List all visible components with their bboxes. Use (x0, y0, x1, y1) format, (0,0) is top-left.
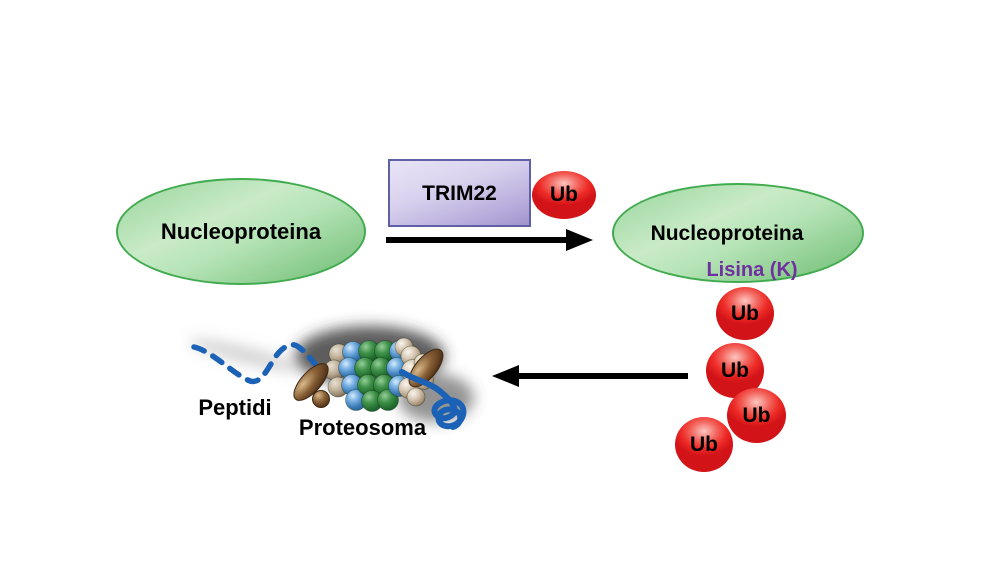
ubiquitin-seed: Ub (532, 171, 596, 219)
ubiquitin-coil-line (399, 369, 467, 430)
arrow-left (492, 365, 688, 387)
ubiquitin-chain-3: Ub (727, 388, 786, 443)
peptide-dashed-line (191, 342, 318, 385)
ub-4-label: Ub (690, 432, 718, 456)
ub-1-label: Ub (731, 301, 759, 325)
lisina-label: Lisina (K) (706, 259, 798, 281)
nucleoprotein-ellipse-right (612, 183, 864, 283)
ubiquitin-seed-label: Ub (550, 183, 578, 206)
peptidi-label: Peptidi (198, 395, 272, 420)
trim22-box: TRIM22 (388, 159, 531, 227)
trim22-label: TRIM22 (422, 181, 497, 205)
ub-2-label: Ub (721, 358, 749, 382)
arrow-right (386, 229, 593, 251)
nucleoprotein-ellipse-left: Nucleoproteina (116, 178, 366, 285)
nucleoprotein-right-label: Nucleoproteina (650, 222, 804, 245)
ubiquitin-chain-1: Ub (716, 287, 774, 340)
ub-3-label: Ub (742, 403, 771, 427)
proteasome-illustration (188, 326, 474, 430)
ubiquitin-chain-4: Ub (675, 417, 733, 472)
nucleoprotein-left-label: Nucleoproteina (160, 219, 322, 244)
proteosoma-label: Proteosoma (298, 415, 427, 440)
